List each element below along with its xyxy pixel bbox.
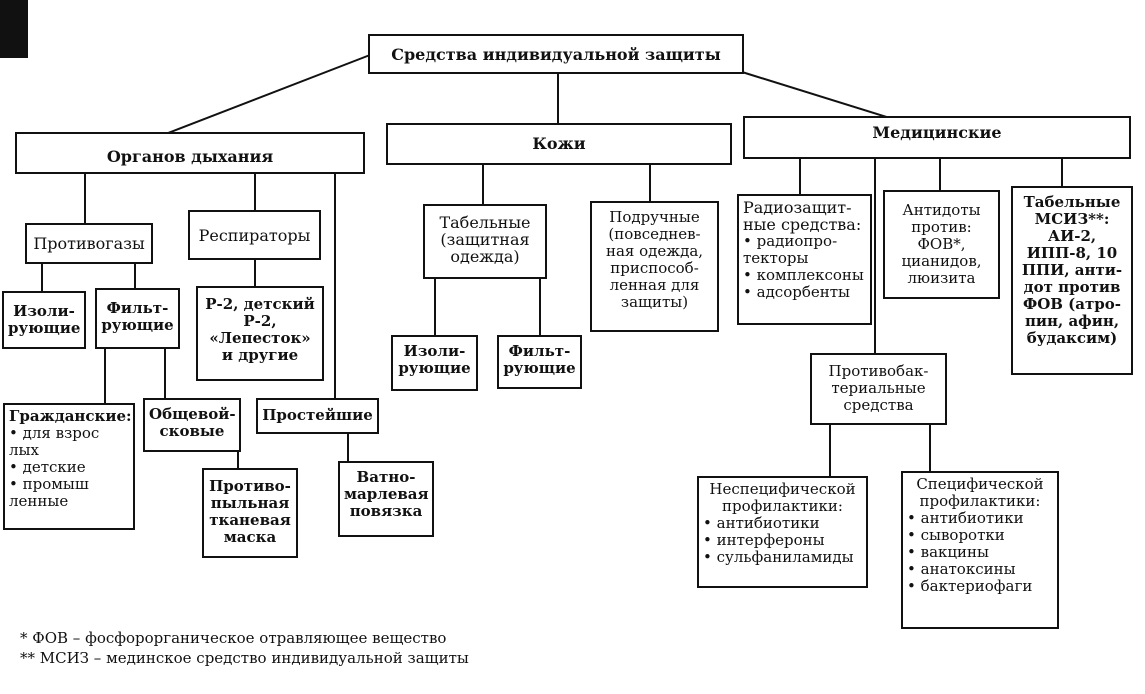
connector-root-breathing: [149, 54, 371, 141]
breathing-isolating-box: Изоли-рующие: [2, 291, 86, 349]
civil-list: для взрос лых детские промыш ленные: [9, 425, 129, 510]
skin-filtering-box: Фильт-рующие: [497, 335, 582, 389]
civil-gasmasks-box: Гражданские: для взрос лых детские промы…: [3, 403, 135, 530]
footnote-fov: * ФОВ – фосфорорганическое отравляющее в…: [20, 629, 447, 647]
antidotes-box: Антидоты против: ФОВ*, цианидов, люизита: [883, 190, 1000, 299]
military-gasmasks-box: Общевой-сковые: [143, 398, 241, 452]
list-item: для взрос лых: [9, 425, 129, 459]
list-item: детские: [9, 459, 129, 476]
category-breathing: Органов дыхания: [15, 132, 365, 174]
antibacterial-box: Противобак-териальные средства: [810, 353, 947, 425]
radioprotection-box: Радиозащит-ные средства: радиопро-тектор…: [737, 194, 872, 325]
respirators-box: Респираторы: [188, 210, 321, 260]
corner-mark: [0, 0, 28, 58]
list-item: комплексоны: [743, 267, 866, 284]
list-item: интерфероны: [703, 532, 862, 549]
skin-isolating-box: Изоли-рующие: [391, 335, 478, 391]
list-item: сульфаниламиды: [703, 549, 862, 566]
list-item: анатоксины: [907, 561, 1053, 578]
respirator-models-box: Р-2, детский Р-2, «Лепесток» и другие: [196, 286, 324, 381]
skin-standard-box: Табельные (защитная одежда): [423, 204, 547, 279]
specific-title: Специфической профилактики:: [916, 475, 1044, 510]
civil-title: Гражданские:: [9, 407, 132, 425]
list-item: вакцины: [907, 544, 1053, 561]
footnote-msiz: ** МСИЗ – мединское средство индивидуаль…: [20, 649, 469, 667]
skin-improvised-box: Подручные (повседнев-ная одежда, приспос…: [590, 201, 719, 332]
breathing-filtering-box: Фильт-рующие: [95, 288, 180, 349]
gauze-bandage-box: Ватно-марлевая повязка: [338, 461, 434, 537]
list-item: бактериофаги: [907, 578, 1053, 595]
list-item: антибиотики: [703, 515, 862, 532]
list-item: сыворотки: [907, 527, 1053, 544]
radioprotection-list: радиопро-текторы комплексоны адсорбенты: [743, 233, 866, 301]
list-item: адсорбенты: [743, 284, 866, 301]
nonspecific-prophylaxis-box: Неспецифической профилактики: антибиотик…: [697, 476, 868, 588]
radioprotection-title: Радиозащит-ные средства:: [743, 198, 862, 234]
nonspecific-title: Неспецифической профилактики:: [709, 480, 856, 515]
simplest-box: Простейшие: [256, 398, 379, 434]
nonspecific-list: антибиотики интерфероны сульфаниламиды: [703, 515, 862, 566]
specific-prophylaxis-box: Специфической профилактики: антибиотики …: [901, 471, 1059, 629]
category-medical: Медицинские: [743, 116, 1131, 159]
connector-root-medical: [741, 71, 891, 119]
category-skin: Кожи: [386, 123, 732, 165]
root-box: Средства индивидуальной защиты: [368, 34, 744, 74]
specific-list: антибиотики сыворотки вакцины анатоксины…: [907, 510, 1053, 595]
list-item: радиопро-текторы: [743, 233, 866, 267]
msiz-box: Табельные МСИЗ**: АИ-2, ИПП-8, 10 ППИ, а…: [1011, 186, 1133, 375]
dust-mask-box: Противо-пыльная тканевая маска: [202, 468, 298, 558]
list-item: промыш ленные: [9, 476, 129, 510]
gasmasks-box: Противогазы: [25, 223, 153, 264]
list-item: антибиотики: [907, 510, 1053, 527]
footnotes: * ФОВ – фосфорорганическое отравляющее в…: [20, 628, 469, 668]
